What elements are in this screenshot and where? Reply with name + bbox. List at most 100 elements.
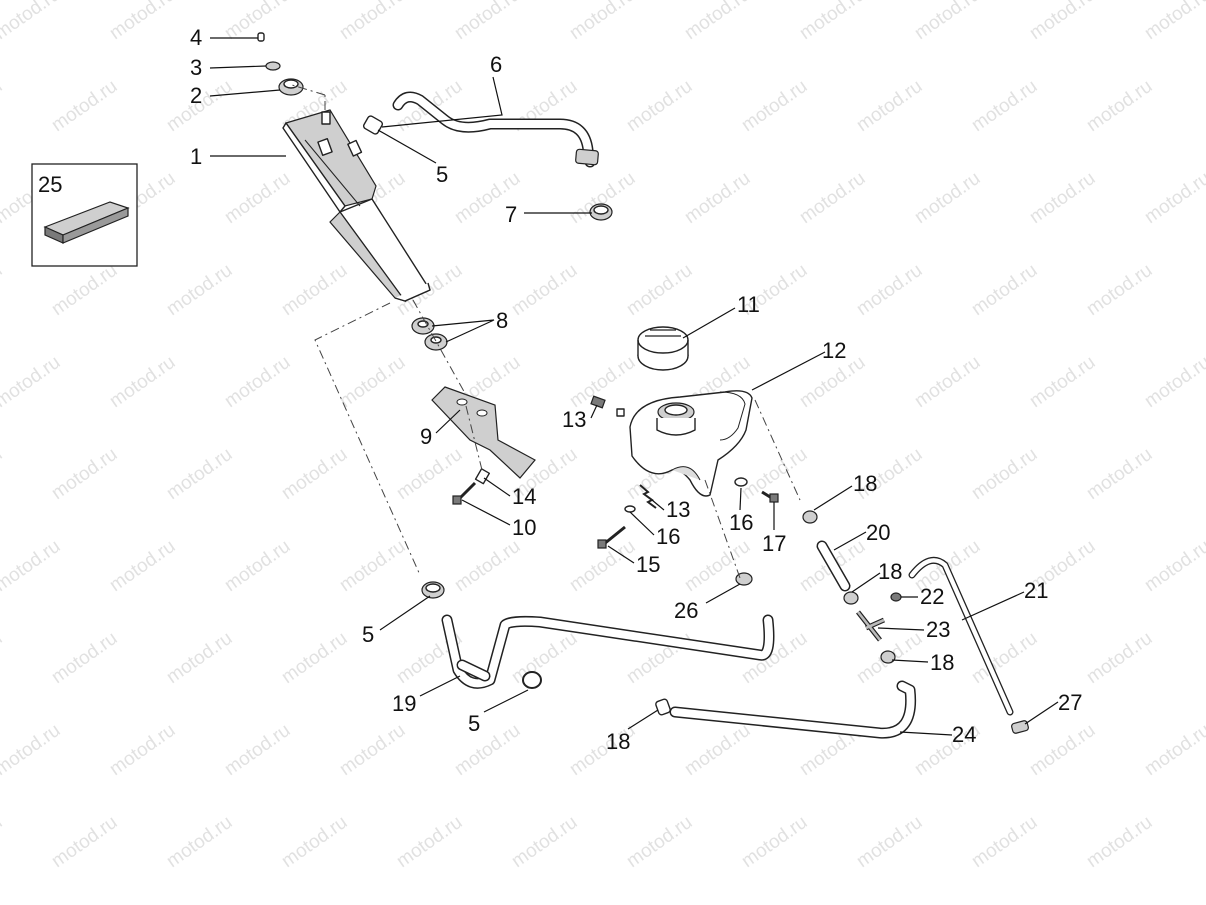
watermark-text: motod.ru bbox=[393, 812, 466, 872]
watermark-text: motod.ru bbox=[48, 812, 121, 872]
watermark-text: motod.ru bbox=[968, 260, 1041, 320]
callout-16-left: 16 bbox=[656, 524, 680, 549]
watermark-text: motod.ru bbox=[1141, 536, 1206, 596]
watermark-text: motod.ru bbox=[1141, 352, 1206, 412]
watermark-text: motod.ru bbox=[163, 628, 236, 688]
callout-24: 24 bbox=[952, 722, 976, 747]
callout-18-lower-right: 18 bbox=[930, 650, 954, 675]
callout-14: 14 bbox=[512, 484, 536, 509]
part-14-spacer bbox=[474, 468, 491, 485]
part-18-clamp-a bbox=[802, 510, 818, 524]
watermark-text: motod.ru bbox=[0, 444, 6, 504]
watermark-text: motod.ru bbox=[681, 536, 754, 596]
watermark-text: motod.ru bbox=[0, 812, 6, 872]
callout-15: 15 bbox=[636, 552, 660, 577]
watermark-text: motod.ru bbox=[911, 0, 984, 44]
part-8-grommets bbox=[411, 317, 448, 351]
part-4-screw bbox=[257, 32, 265, 42]
watermark-text: motod.ru bbox=[1141, 0, 1206, 44]
watermark-text: motod.ru bbox=[968, 812, 1041, 872]
part-26-clamp bbox=[735, 572, 753, 586]
part-16-washer-left bbox=[624, 505, 636, 513]
callout-18-top: 18 bbox=[853, 471, 877, 496]
part-2-grommet bbox=[278, 78, 304, 96]
watermark-text: motod.ru bbox=[1083, 628, 1156, 688]
watermark-text: motod.ru bbox=[221, 720, 294, 780]
watermark-text: motod.ru bbox=[0, 628, 6, 688]
part-6-upper-hose bbox=[392, 91, 599, 168]
watermark-text: motod.ru bbox=[853, 76, 926, 136]
part-9-bracket bbox=[431, 386, 536, 479]
watermark-text: motod.ru bbox=[681, 720, 754, 780]
part-25-kit bbox=[31, 163, 138, 267]
watermark-text: motod.ru bbox=[0, 536, 64, 596]
watermark-text: motod.ru bbox=[1026, 168, 1099, 228]
part-16-washer-right bbox=[734, 477, 748, 487]
watermark-text: motod.ru bbox=[738, 812, 811, 872]
callout-17: 17 bbox=[762, 531, 786, 556]
part-5-clamp-lower-b bbox=[522, 671, 542, 689]
part-20-short-hose bbox=[816, 540, 851, 592]
watermark-text: motod.ru bbox=[911, 168, 984, 228]
watermark-text: motod.ru bbox=[336, 720, 409, 780]
callout-12: 12 bbox=[822, 338, 846, 363]
watermark-text: motod.ru bbox=[278, 444, 351, 504]
watermark-text: motod.ru bbox=[1026, 720, 1099, 780]
watermark-text: motod.ru bbox=[623, 260, 696, 320]
part-1-radiator-tank bbox=[282, 109, 431, 303]
watermark-text: motod.ru bbox=[1083, 444, 1156, 504]
callout-3: 3 bbox=[190, 55, 202, 80]
watermark-text: motod.ru bbox=[163, 260, 236, 320]
part-18-clamp-b bbox=[843, 591, 859, 605]
watermark-text: motod.ru bbox=[0, 720, 64, 780]
part-10-bolt bbox=[452, 481, 477, 505]
watermark-text: motod.ru bbox=[1083, 76, 1156, 136]
watermark-text: motod.ru bbox=[48, 444, 121, 504]
watermark-text: motod.ru bbox=[106, 352, 179, 412]
part-5-clamp-upper bbox=[362, 115, 384, 135]
watermark-text: motod.ru bbox=[221, 536, 294, 596]
watermark-text: motod.ru bbox=[508, 260, 581, 320]
watermark-text: motod.ru bbox=[623, 812, 696, 872]
part-23-tee-fitting bbox=[856, 610, 886, 642]
watermark-text: motod.ru bbox=[623, 76, 696, 136]
watermark-text: motod.ru bbox=[1026, 352, 1099, 412]
watermark-text: motod.ru bbox=[221, 168, 294, 228]
callout-18-mid: 18 bbox=[878, 559, 902, 584]
watermark-text: motod.ru bbox=[681, 0, 754, 44]
watermark-text: motod.ru bbox=[106, 536, 179, 596]
callout-5-lower-b: 5 bbox=[468, 711, 480, 736]
watermark-text: motod.ru bbox=[1083, 812, 1156, 872]
watermark-text: motod.ru bbox=[796, 168, 869, 228]
part-12-expansion-tank bbox=[629, 390, 753, 497]
callout-26: 26 bbox=[674, 598, 698, 623]
watermark-text: motod.ru bbox=[1141, 168, 1206, 228]
callout-20: 20 bbox=[866, 520, 890, 545]
watermark-text: motod.ru bbox=[278, 628, 351, 688]
watermark-text: motod.ru bbox=[163, 444, 236, 504]
watermark-text: motod.ru bbox=[508, 628, 581, 688]
part-21-overflow-hose bbox=[908, 556, 1014, 716]
callout-7: 7 bbox=[505, 202, 517, 227]
watermark-text: motod.ru bbox=[336, 352, 409, 412]
part-11-cap bbox=[637, 326, 689, 371]
watermark-text: motod.ru bbox=[0, 76, 6, 136]
watermark-text: motod.ru bbox=[451, 720, 524, 780]
watermark-text: motod.ru bbox=[1141, 720, 1206, 780]
watermark-text: motod.ru bbox=[48, 260, 121, 320]
watermark-text: motod.ru bbox=[1083, 260, 1156, 320]
part-27-plug bbox=[1011, 720, 1029, 734]
watermark-text: motod.ru bbox=[451, 0, 524, 44]
callout-27: 27 bbox=[1058, 690, 1082, 715]
watermark-text: motod.ru bbox=[48, 76, 121, 136]
callout-1: 1 bbox=[190, 144, 202, 169]
watermark-text: motod.ru bbox=[508, 812, 581, 872]
part-3-washer bbox=[265, 61, 281, 71]
watermark-text: motod.ru bbox=[221, 352, 294, 412]
watermark-text: motod.ru bbox=[106, 0, 179, 44]
part-7-clamp bbox=[589, 203, 613, 221]
part-22-fitting bbox=[890, 592, 902, 602]
part-13-nut-upper bbox=[590, 395, 625, 417]
